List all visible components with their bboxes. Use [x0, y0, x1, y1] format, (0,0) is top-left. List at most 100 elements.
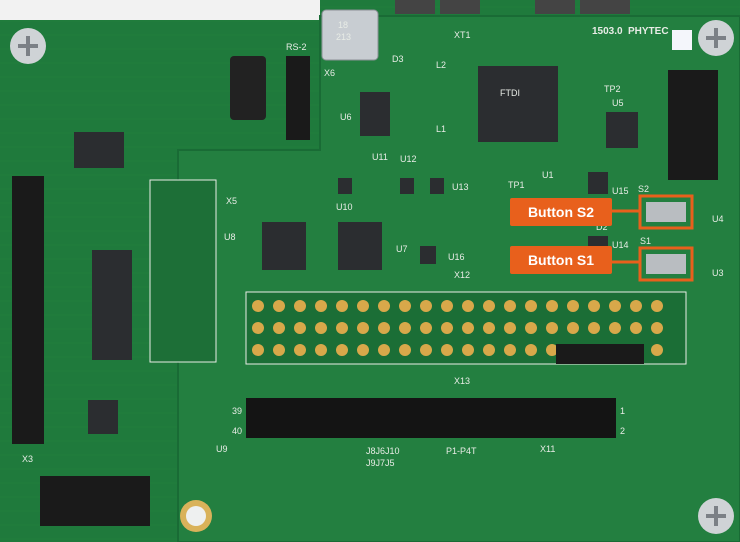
solder-pad [357, 322, 369, 334]
solder-pad [315, 344, 327, 356]
svg-text:D3: D3 [392, 54, 404, 64]
callout-button-s1: Button S1 [510, 246, 612, 274]
solder-pad [399, 322, 411, 334]
svg-text:FTDI: FTDI [500, 88, 520, 98]
svg-text:U1: U1 [542, 170, 554, 180]
svg-text:U16: U16 [448, 252, 465, 262]
ftdi-chip [478, 66, 558, 142]
solder-pad [294, 300, 306, 312]
svg-text:X6: X6 [324, 68, 335, 78]
solder-pad [420, 300, 432, 312]
solder-pad [609, 322, 621, 334]
solder-pad [567, 322, 579, 334]
header-x5 [149, 179, 217, 363]
usb-label-2: 213 [336, 32, 351, 42]
solder-pad [588, 300, 600, 312]
solder-pad [630, 300, 642, 312]
solder-pad [420, 344, 432, 356]
screw-icon [10, 28, 46, 64]
solder-pad [441, 344, 453, 356]
solder-pad [609, 300, 621, 312]
svg-text:TP2: TP2 [604, 84, 621, 94]
svg-text:U6: U6 [340, 112, 352, 122]
solder-pad [273, 322, 285, 334]
svg-text:40: 40 [232, 426, 242, 436]
svg-text:S1: S1 [640, 236, 651, 246]
svg-text:U5: U5 [612, 98, 624, 108]
solder-pad [336, 344, 348, 356]
solder-pad [273, 300, 285, 312]
solder-pad [483, 300, 495, 312]
solder-pad [546, 344, 558, 356]
button-s1[interactable] [638, 246, 694, 282]
svg-text:U13: U13 [452, 182, 469, 192]
solder-pad [567, 300, 579, 312]
part-number: 1503.0 [592, 26, 623, 37]
solder-pad [588, 322, 600, 334]
solder-pad [357, 344, 369, 356]
svg-text:L2: L2 [436, 60, 446, 70]
solder-pad [546, 300, 558, 312]
solder-pad [525, 322, 537, 334]
svg-text:U4: U4 [712, 214, 724, 224]
solder-pad [651, 300, 663, 312]
svg-text:U10: U10 [336, 202, 353, 212]
solder-pad [483, 322, 495, 334]
solder-pad [399, 300, 411, 312]
solder-pad [546, 322, 558, 334]
mount-hole-icon [180, 500, 212, 532]
svg-text:J8J6J10: J8J6J10 [366, 446, 400, 456]
svg-text:P1-P4T: P1-P4T [446, 446, 477, 456]
solder-pad [483, 344, 495, 356]
svg-text:X11: X11 [540, 444, 555, 454]
svg-text:U8: U8 [224, 232, 236, 242]
svg-text:U14: U14 [612, 240, 629, 250]
solder-pad [525, 344, 537, 356]
svg-text:2: 2 [620, 426, 625, 436]
svg-text:S2: S2 [638, 184, 649, 194]
svg-text:39: 39 [232, 406, 242, 416]
svg-text:RS-2: RS-2 [286, 42, 307, 52]
svg-text:D2: D2 [596, 222, 608, 232]
screw-icon [698, 498, 734, 534]
solder-pad [651, 344, 663, 356]
solder-pad [294, 322, 306, 334]
solder-pad [651, 322, 663, 334]
svg-text:X3: X3 [22, 454, 33, 464]
svg-text:X5: X5 [226, 196, 237, 206]
svg-text:TP1: TP1 [508, 180, 525, 190]
solder-pad [357, 300, 369, 312]
brand-label: PHYTEC [628, 26, 669, 37]
solder-pad [315, 300, 327, 312]
svg-text:U9: U9 [216, 444, 228, 454]
solder-pad [504, 300, 516, 312]
solder-pad [525, 300, 537, 312]
solder-pad [504, 322, 516, 334]
solder-pad [273, 344, 285, 356]
solder-pad [294, 344, 306, 356]
solder-pad [504, 344, 516, 356]
svg-text:U11: U11 [372, 152, 388, 162]
header-x3 [12, 176, 44, 444]
solder-pad [252, 322, 264, 334]
screw-icon [698, 20, 734, 56]
solder-pad [462, 344, 474, 356]
solder-pad [441, 300, 453, 312]
solder-pad [336, 322, 348, 334]
solder-pad [378, 322, 390, 334]
svg-text:J9J7J5: J9J7J5 [366, 458, 395, 468]
solder-pad [252, 344, 264, 356]
svg-text:XT1: XT1 [454, 30, 471, 40]
solder-pad [399, 344, 411, 356]
solder-pad [378, 344, 390, 356]
solder-pad [462, 300, 474, 312]
solder-pad [336, 300, 348, 312]
svg-text:X13: X13 [454, 376, 470, 386]
svg-text:U3: U3 [712, 268, 724, 278]
header-x11 [246, 398, 616, 438]
solder-pad [420, 322, 432, 334]
solder-pad [441, 322, 453, 334]
svg-text:1: 1 [620, 406, 625, 416]
